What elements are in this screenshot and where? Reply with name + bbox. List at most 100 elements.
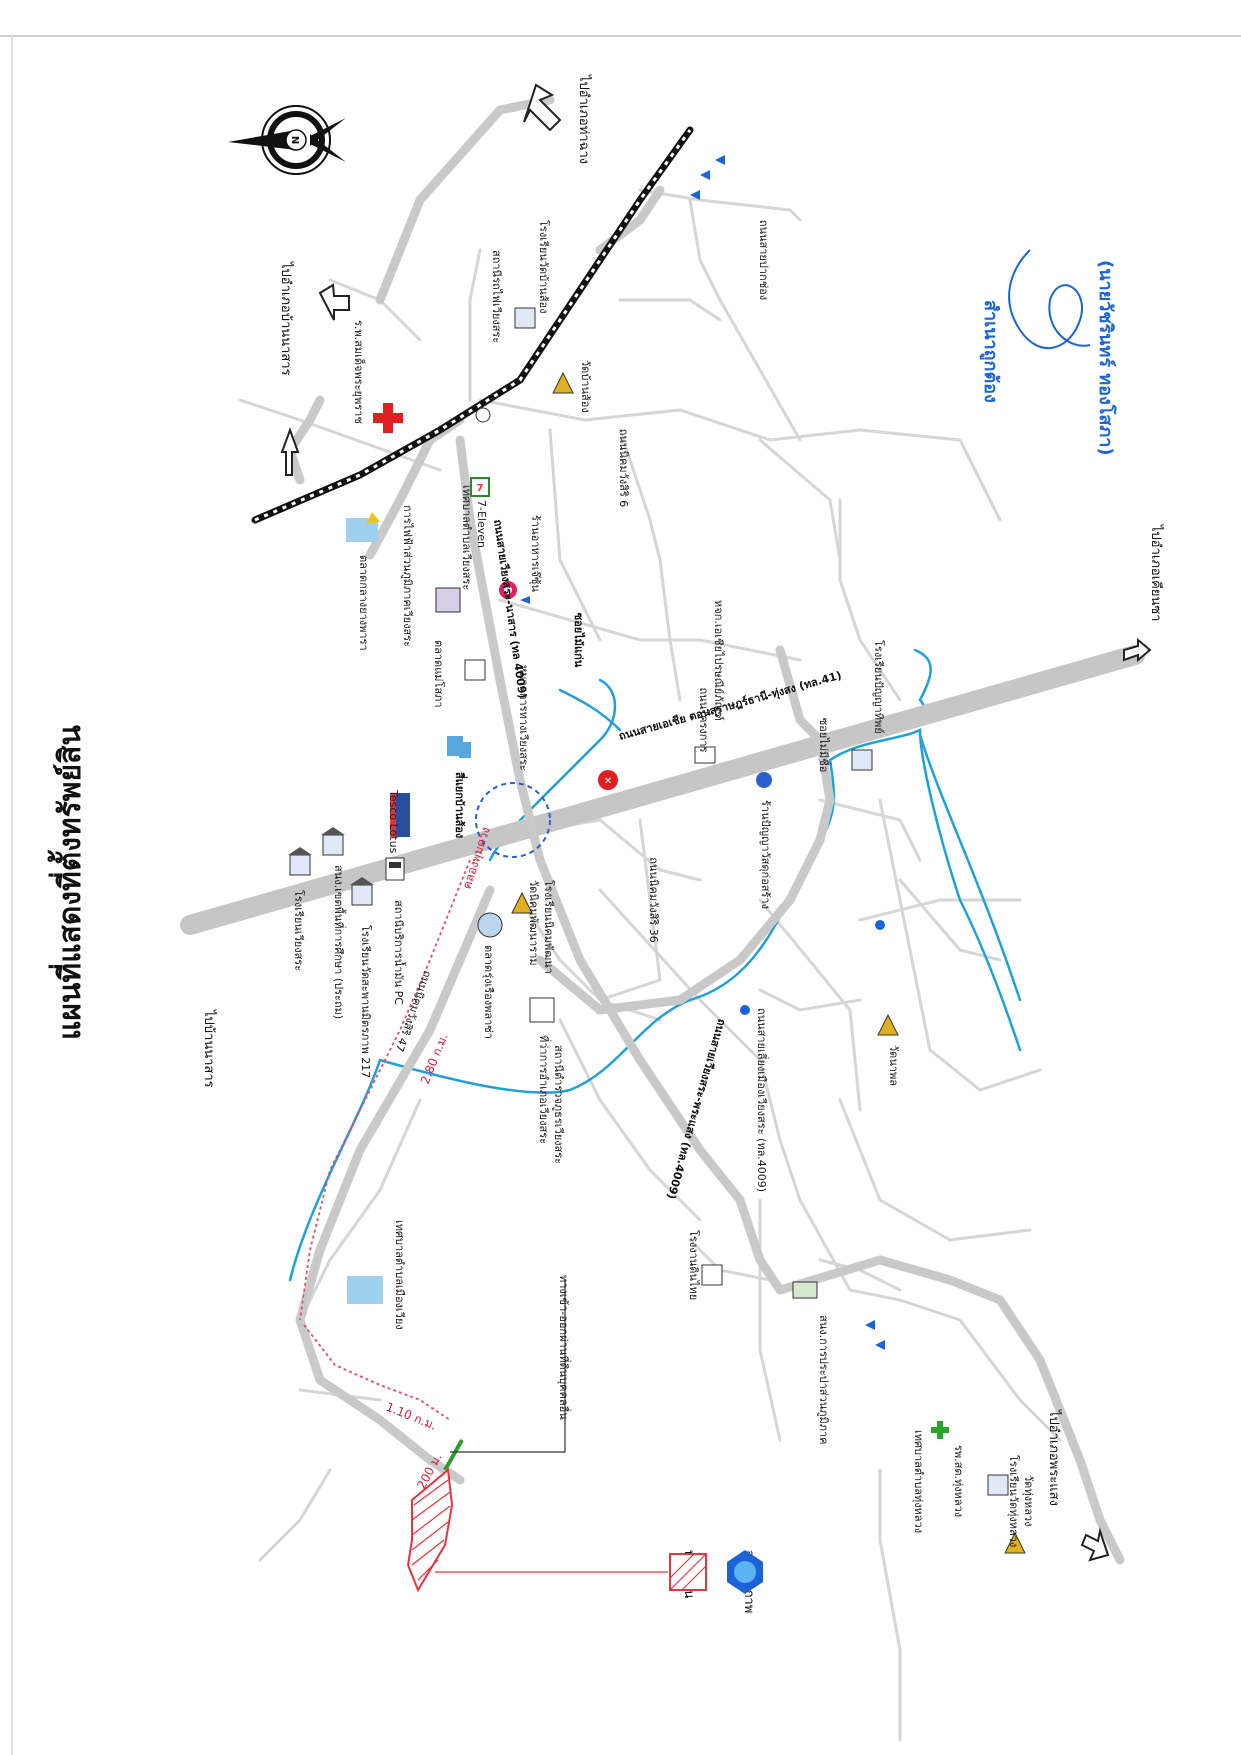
label-wat-nikhom: วัดนิคมพัฒนาราม — [527, 880, 540, 966]
road-soi-6: ถนนนิคมวังสิริ 6 — [617, 429, 630, 508]
label-district-office: ที่ว่าการอำเภอเวียงสระ — [537, 1035, 552, 1144]
label-tesco: Tesco Lotus — [387, 789, 400, 854]
legend — [669, 1550, 763, 1594]
hardware-icon — [756, 772, 772, 788]
label-company: หจก.เอเชียไปรษณีย์ภัณฑ์ — [712, 600, 725, 721]
road-soi-36: ถนนนิคมวังสิริ 36 — [647, 857, 660, 943]
tao-ban-song-icon — [347, 1276, 383, 1304]
direction-arrows — [280, 83, 1152, 1562]
label-hospital: ร.พ.สมเด็จพระยุพราช — [352, 320, 366, 424]
blue-markers — [520, 155, 885, 1350]
district-office-icon — [529, 997, 555, 1023]
temple-icon — [511, 891, 533, 914]
label-school-ban-song: โรงเรียนวัดบ้านส้อง — [537, 220, 551, 314]
label-restaurant: ร้านอาหารเจ๊ซุ้น — [529, 515, 542, 592]
road-yaipan: ซอยไม้แก่น — [572, 613, 586, 668]
property-parcel — [406, 1439, 464, 1593]
map-title: แผนที่แสดงที่ตั้งทรัพย์สิน — [47, 725, 88, 1040]
arrow-ban-na-san-2 — [280, 427, 300, 476]
arrow-thung-song — [1123, 637, 1152, 663]
direction-tha-chang: ไปอำเภอท่าฉาง — [576, 74, 592, 164]
label-electric: การไฟฟ้าส่วนภูมิภาคเวียงสระ — [401, 505, 414, 647]
temple-icon-3 — [877, 1013, 899, 1036]
market-maeya-icon — [464, 659, 486, 681]
direction-khian-sa: ไปอำเภอเคียนซา — [1148, 524, 1164, 621]
svg-text:✕: ✕ — [604, 776, 612, 787]
label-market-ruang: ตลาดรุ่งเรืองพลาซ่า — [482, 945, 495, 1039]
compass-icon: N — [228, 105, 346, 175]
temple-icon-2 — [552, 371, 574, 394]
legend-photo-symbol — [727, 1550, 763, 1594]
label-school-217: โรงเรียนวัดสะพานมิตรภาพ 217 — [359, 925, 373, 1078]
label-municipality: เทศบาลตำบลเวียงสระ — [460, 485, 473, 590]
certification-text: สำเนาถูกต้อง — [979, 300, 1001, 403]
tesco-icon — [390, 793, 410, 837]
label-tao-ban-song: เทศบาลตำบลเมืองเวียง — [393, 1220, 406, 1330]
label-police: สถานีตำรวจภูธรเวียงสระ — [552, 1045, 565, 1164]
road-no-name: ซอยไม่มีชื่อ — [817, 718, 832, 773]
road-sign-icon: ✕ — [598, 770, 618, 790]
label-market-banpao: ร้านปัญญาวัสดุก่อสร้าง — [759, 800, 772, 909]
signature-scribble — [1008, 249, 1091, 350]
school-thung-luang-icon — [987, 1474, 1009, 1496]
label-kindergarten: สนง.เขตพื้นที่การศึกษา (ประถม) — [332, 865, 347, 1019]
road-pak-chong: ถนนสายปากช่อง — [757, 220, 770, 300]
label-rice-mill: โรงงานดินไทย — [687, 1230, 701, 1300]
label-school-wiangsa: โรงเรียนเวียงสระ — [292, 890, 306, 971]
municipality-icon — [435, 587, 461, 613]
restaurant-icon — [499, 581, 517, 599]
intersection-circle — [475, 782, 551, 858]
svg-text:7: 7 — [477, 483, 484, 494]
label-market-maeya: ตลาดแม่โสภา — [432, 640, 446, 708]
tao-icon — [792, 1281, 818, 1299]
arrow-phra-saeng — [1080, 1527, 1110, 1562]
label-hwy-dept: หมวดการทางเวียงสระ — [517, 665, 530, 771]
school-ban-song-icon — [514, 307, 536, 329]
hospital-icon — [372, 402, 404, 434]
minor-roads — [238, 188, 1062, 1742]
label-market-ang: ตลาดกลางยางพารา — [357, 555, 370, 651]
label-school-thung-luang: โรงเรียนวัดทุ่งหลวง — [1007, 1455, 1021, 1547]
road-bypass: ถนนสายเลี่ยงเมืองเวียงสระ (ทล.4009) — [755, 1008, 770, 1192]
direction-ban-na-san-right: ไปอำเภอบ้านนาสาร — [278, 261, 294, 376]
school-icon-3 — [350, 877, 374, 906]
rice-mill-icon — [701, 1264, 723, 1286]
label-office-land: สนง.การประปาส่วนภูมิภาค — [817, 1315, 830, 1445]
railway — [251, 126, 694, 524]
label-train-station: สถานีรถไฟเวียงสระ — [490, 250, 503, 343]
certification-name: (นายวัชรินทร์ ทองโสภา) — [1095, 260, 1117, 456]
label-health-center: รพ.สต.ทุ่งหลวง — [952, 1445, 965, 1517]
label-tao-thung-luang: เทศบาลตำบลทุ่งหลวง — [912, 1430, 925, 1533]
map-icons: 7 ✕ — [288, 155, 1026, 1554]
train-station-icon — [475, 407, 491, 423]
label-school-nikhom: โรงเรียนนิคมพัฒนา — [542, 880, 556, 974]
direction-ban-na-san-top: ไปบ้านนาสาร — [201, 1009, 217, 1088]
hwy-dept-icon — [459, 742, 471, 758]
compass-letter: N — [289, 136, 300, 144]
arrow-ban-na-san — [318, 283, 350, 321]
school-icon — [288, 847, 312, 876]
leader-lines — [450, 1280, 566, 1453]
label-wat-small: วัดนาพล — [887, 1045, 900, 1086]
distance-route — [299, 859, 471, 1421]
company-icon — [694, 746, 716, 764]
road-nikhom: ถนนโครงการ — [697, 688, 711, 753]
legend-property-symbol — [669, 1553, 707, 1591]
school-thung-icon — [851, 749, 873, 771]
electric-icon — [346, 512, 380, 542]
label-wat-ban-song: วัดบ้านส้อง — [579, 360, 592, 413]
label-wat-thung-luang: วัดทุ่งหลวง — [1022, 1475, 1035, 1526]
arrow-tha-chang — [523, 83, 562, 132]
market-icon — [477, 912, 503, 938]
label-seven: 7-Eleven — [475, 500, 488, 548]
label-intersection: สี่แยกบ้านส้อง — [453, 772, 468, 839]
health-icon — [931, 1421, 949, 1439]
direction-phra-saeng: ไปอำเภอพระแสง — [1046, 1409, 1062, 1506]
gas-station-icon — [385, 857, 405, 881]
map-labels: แผนที่แสดงที่ตั้งทรัพย์สิน ไปบ้านนาสาร ไ… — [47, 74, 1164, 1613]
seven-eleven-icon: 7 — [470, 477, 490, 497]
access-note: ทางเข้า-ออกผ่านที่ดินบุคคลอื่น — [557, 1275, 572, 1420]
temple-icon-4 — [1004, 1531, 1026, 1554]
highway-41 — [180, 645, 1145, 935]
